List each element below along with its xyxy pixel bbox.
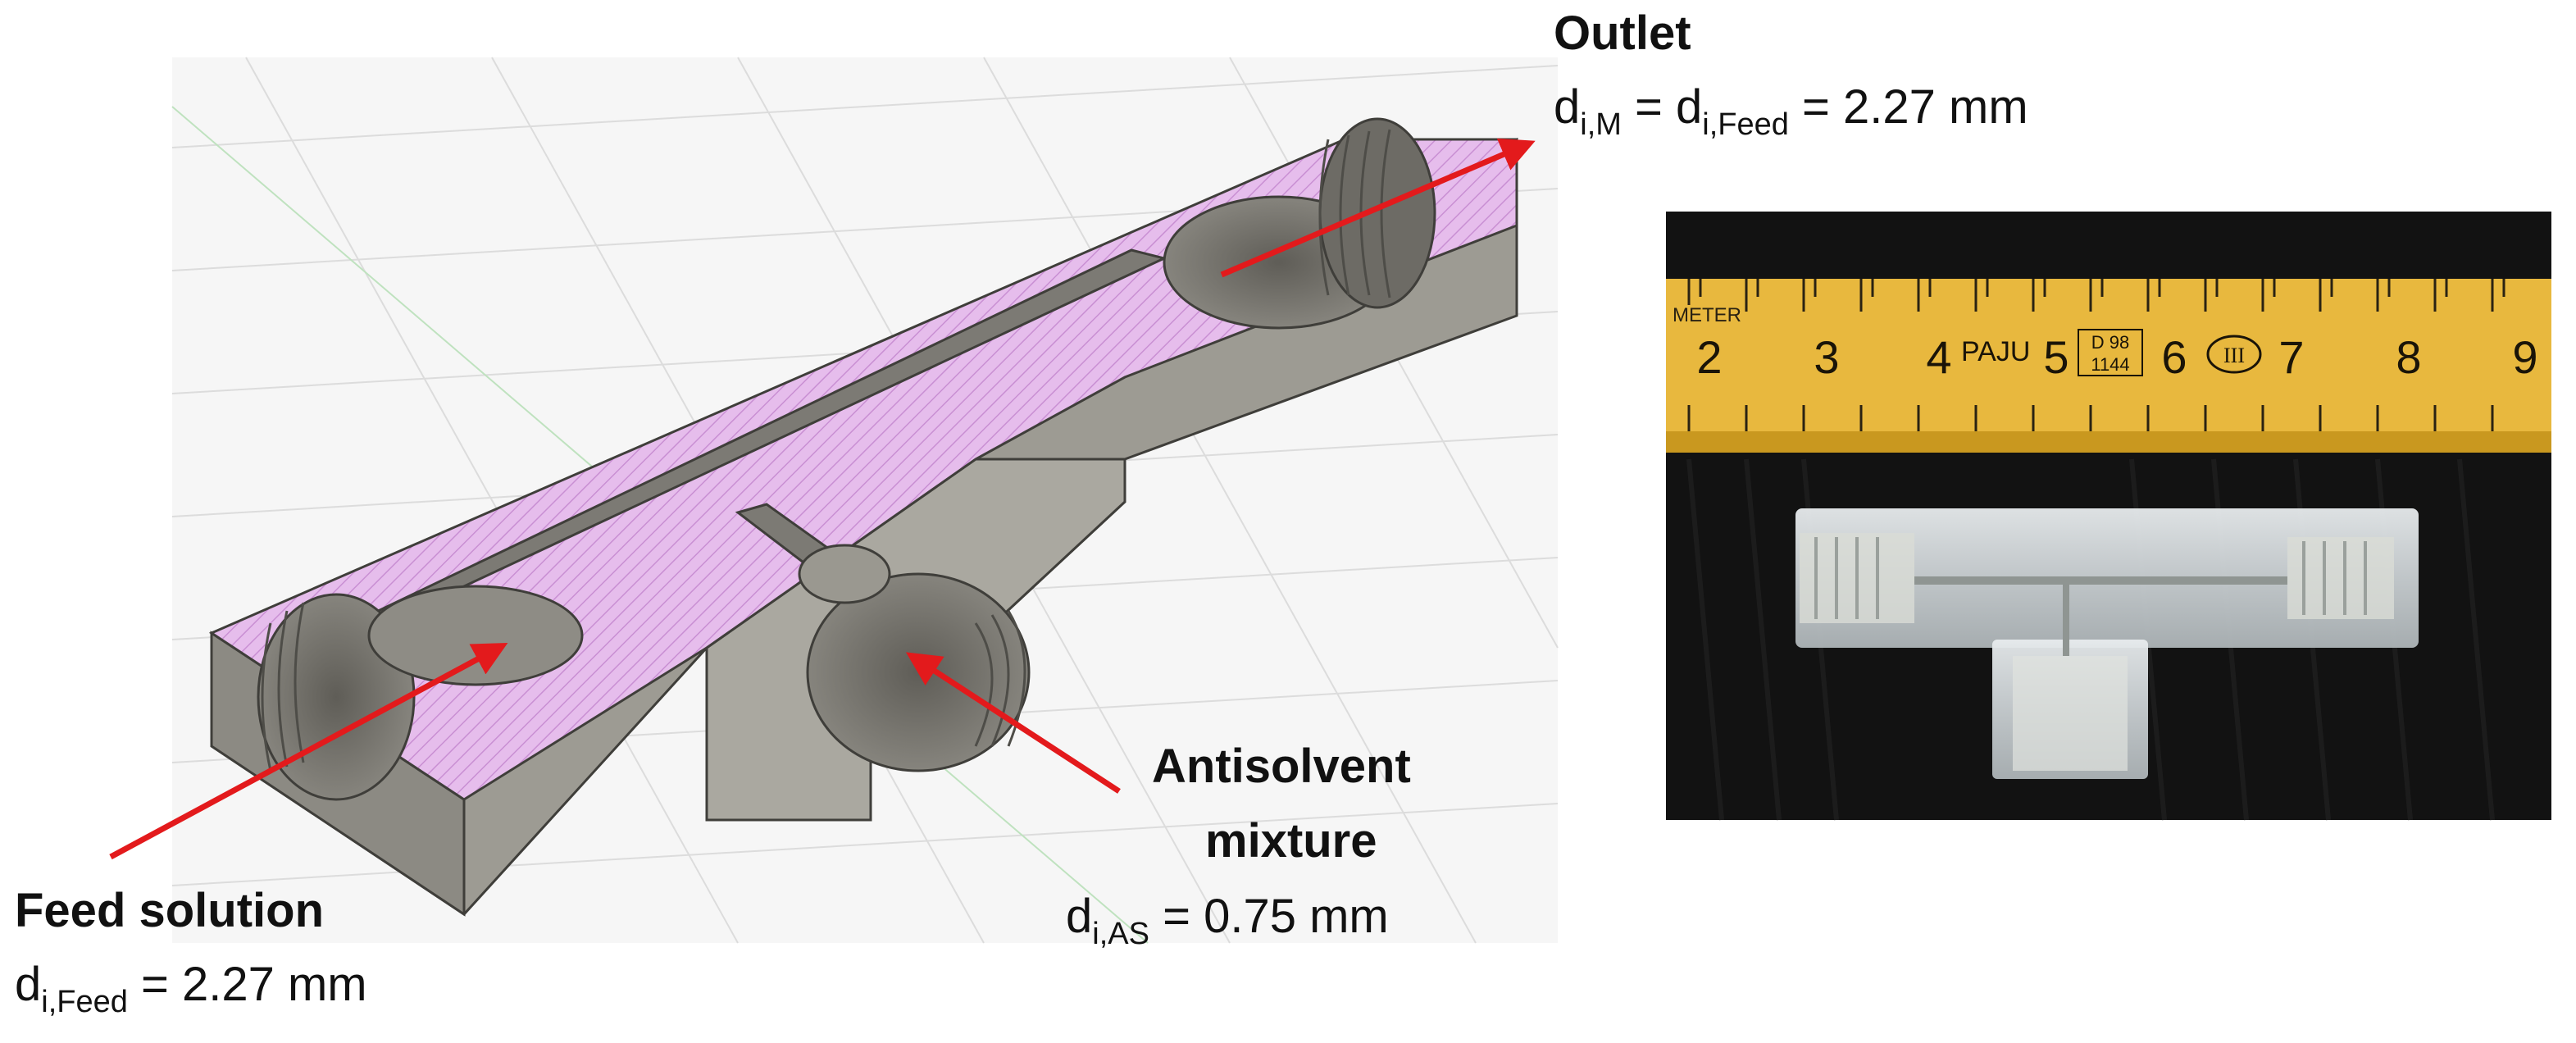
device-photo: METER 2 3 4 5 6 7 8 9 PAJU D 98 1144 III [1666, 212, 2551, 821]
ruler-numbers: 2 3 4 5 6 7 8 9 [1696, 331, 2537, 383]
feed-value: = 2.27 mm [127, 958, 367, 1011]
antisolvent-diameter-text: di,AS = 0.75 mm [1066, 890, 1389, 953]
outlet-label: Outlet [1554, 7, 1691, 60]
outlet-value: = 2.27 mm [1788, 80, 2028, 134]
ruler-stamp: D 98 1144 [2078, 329, 2143, 376]
ruler-number: 5 [2043, 331, 2069, 383]
outlet-var: d [1554, 80, 1581, 134]
ruler-number: 7 [2278, 331, 2304, 383]
ruler-class-mark-text: III [2223, 344, 2245, 367]
port-outlet-cavity [1163, 117, 1436, 330]
ruler-number: 2 [1696, 331, 1722, 383]
outlet-arrow [1220, 138, 1536, 278]
outlet-sub-2: i,Feed [1702, 107, 1789, 142]
outlet-diameter-text: di,M = di,Feed = 2.27 mm [1554, 80, 2028, 143]
feed-label: Feed solution [15, 884, 324, 937]
t-mixer-cad-section [208, 117, 1518, 917]
antisolvent-sub: i,AS [1092, 917, 1149, 951]
ruler-number: 3 [1814, 331, 1839, 383]
outlet-mid: = d [1621, 80, 1703, 134]
antisolvent-value: = 0.75 mm [1149, 890, 1389, 943]
antisolvent-var: d [1066, 890, 1093, 943]
ruler-number: 8 [2396, 331, 2421, 383]
feed-sub: i,Feed [41, 985, 128, 1019]
antisolvent-arrow [905, 652, 1121, 794]
antisolvent-label-line2: mixture [1205, 814, 1377, 868]
port-feed-cavity [257, 585, 584, 801]
feed-arrow [109, 643, 508, 860]
ruler-stamp-top: D 98 [2091, 332, 2129, 353]
ruler-stamp-bottom: 1144 [2091, 354, 2129, 375]
ruler-ticks [1687, 279, 2505, 431]
feed-diameter-text: di,Feed = 2.27 mm [15, 958, 367, 1021]
ruler-marking-text: PAJU [1961, 336, 2030, 367]
flow-arrows [109, 138, 1536, 860]
antisolvent-label-line1: Antisolvent [1152, 740, 1411, 793]
ruler-number: 6 [2161, 331, 2187, 383]
feed-var: d [15, 958, 42, 1011]
printed-t-mixer [1795, 508, 2419, 779]
folding-ruler: METER 2 3 4 5 6 7 8 9 PAJU D 98 1144 III [1666, 279, 2551, 453]
ruler-brand-text: METER [1673, 304, 1741, 326]
ruler-number: 4 [1926, 331, 1951, 383]
ruler-number: 9 [2512, 331, 2537, 383]
ruler-class-mark: III [2206, 335, 2262, 374]
outlet-sub-1: i,M [1580, 107, 1622, 142]
